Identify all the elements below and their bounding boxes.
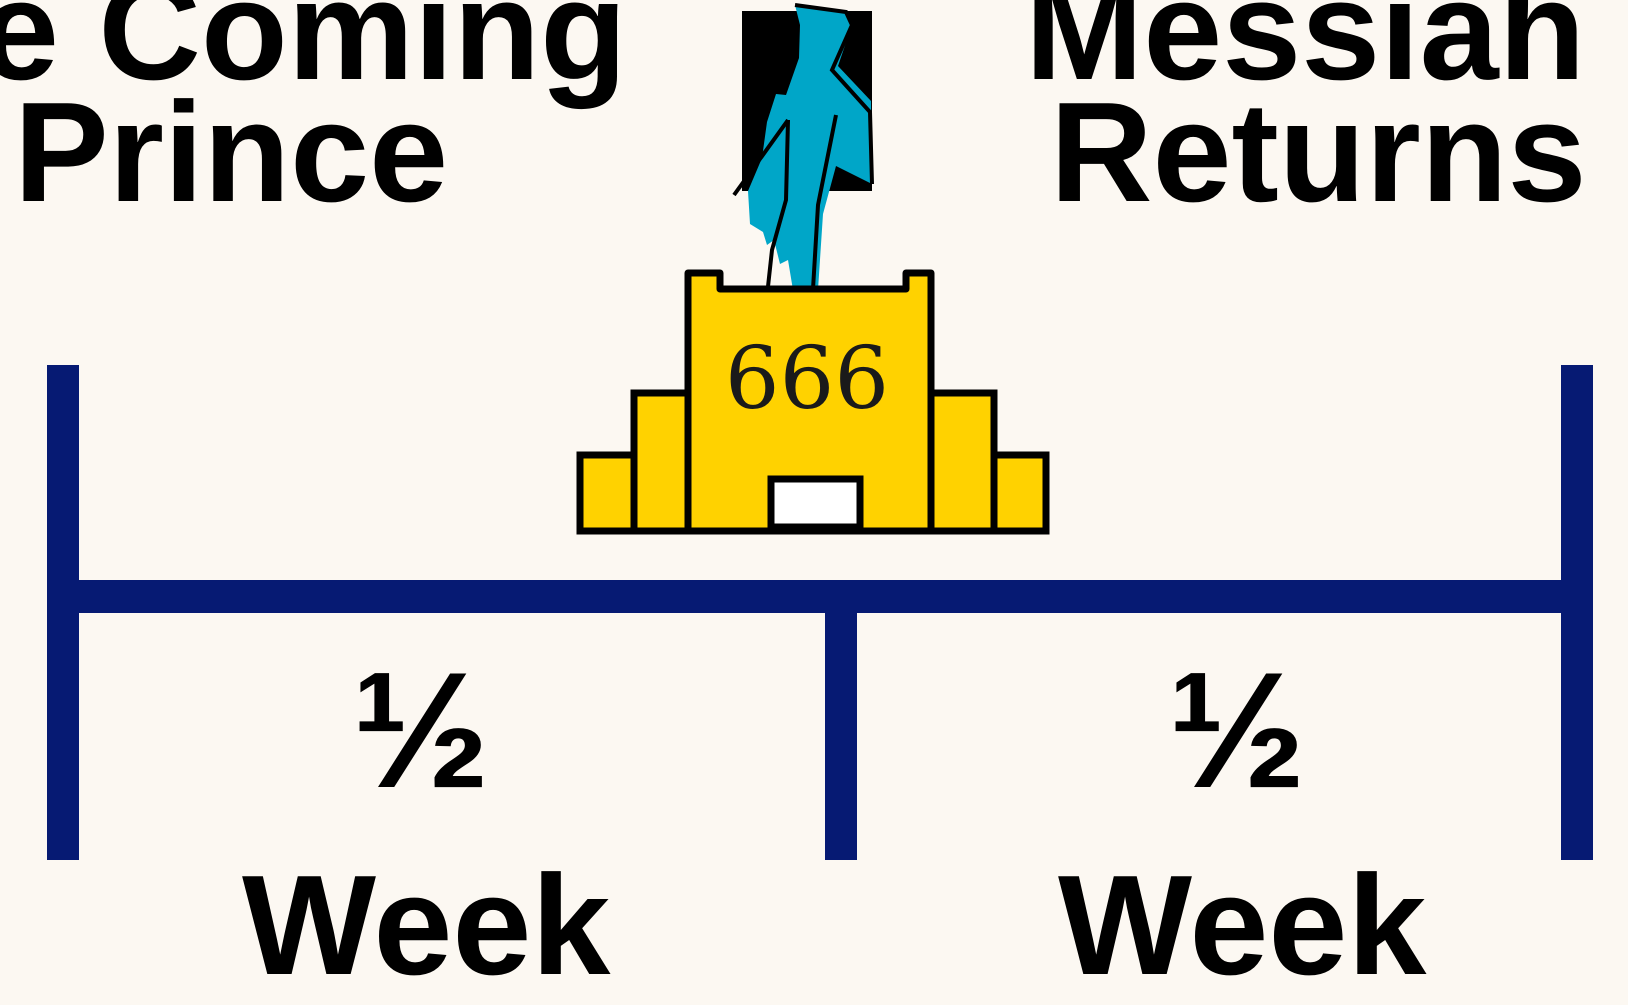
left-fraction: ½: [352, 648, 490, 813]
temple-number: 666: [717, 336, 897, 422]
left-unit: Week: [242, 855, 610, 997]
timeline-middle-tick: [825, 606, 857, 860]
prince-figure-icon: [734, 5, 872, 314]
top-right-label: Returns: [1050, 82, 1587, 224]
timeline-horizontal-bar: [47, 580, 1593, 613]
right-fraction: ½: [1168, 648, 1306, 813]
right-unit: Week: [1058, 855, 1426, 997]
top-left-label: Prince: [14, 82, 448, 224]
